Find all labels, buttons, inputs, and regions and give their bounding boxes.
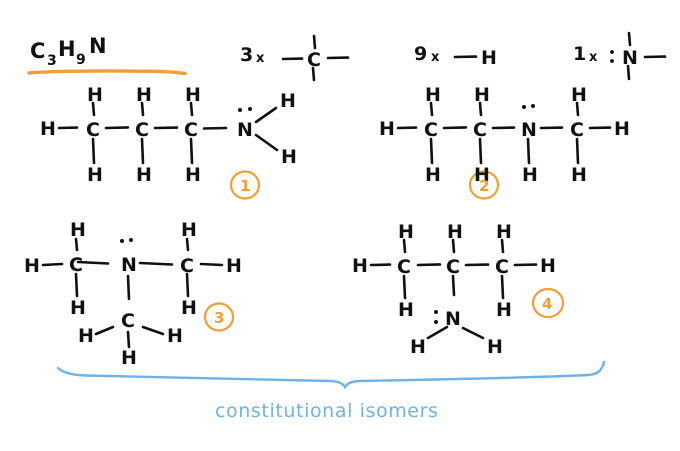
s2-c3-h-up: H — [571, 84, 587, 106]
s4-c1: C — [397, 256, 411, 278]
s3-cr-h-up: H — [181, 219, 197, 241]
molecular-formula: C 3 H 9 N — [30, 34, 107, 69]
structure-2: H C C N C H H H H H H H H 2 — [379, 84, 630, 195]
s3-cb-h-right: H — [167, 325, 183, 347]
s2-c2-h-down: H — [474, 164, 490, 186]
header-nitrogen-fragment-bonds — [610, 31, 667, 81]
s4-c3-h-up: H — [496, 221, 512, 243]
s4-c1-h-down: H — [398, 299, 414, 321]
s2-c3: C — [570, 119, 584, 141]
s4-h-right: H — [540, 255, 556, 277]
structure-3-bonds — [41, 237, 235, 349]
s1-c1: C — [86, 119, 100, 141]
s2-c1-h-down: H — [425, 164, 441, 186]
structure-4-number-ring — [531, 287, 565, 319]
structure-2-number-ring — [468, 170, 500, 200]
structure-4: H C C C H H H H H H N H H 4 — [352, 221, 556, 358]
structure-4-label: 4 — [542, 295, 552, 313]
nitrogen-times-symbol: x — [589, 50, 598, 65]
s1-c3-h-up: H — [185, 84, 201, 106]
s4-c3: C — [495, 256, 509, 278]
s1-n-h-upper: H — [280, 90, 296, 112]
s4-c1-h-up: H — [398, 221, 414, 243]
s1-c1-h-up: H — [87, 84, 103, 106]
s2-c1-h-up: H — [425, 84, 441, 106]
structure-3-label: 3 — [214, 309, 224, 327]
carbon-count: 3 — [240, 44, 253, 66]
structure-2-bonds — [396, 101, 612, 200]
s3-cr-h-down: H — [181, 297, 197, 319]
carbon-fragment-atom: C — [307, 49, 321, 71]
s1-c2: C — [135, 119, 149, 141]
carbon-times-symbol: x — [256, 51, 265, 66]
formula-h: H — [58, 37, 76, 61]
hydrogen-fragment-atom: H — [481, 47, 497, 69]
s4-n-h-right: H — [487, 336, 503, 358]
nitrogen-count: 1 — [573, 43, 586, 65]
hydrogen-times-symbol: x — [431, 50, 440, 65]
hydrogen-count: 9 — [414, 43, 427, 65]
formula-c: C — [30, 39, 46, 63]
s2-n-h-down: H — [522, 164, 538, 186]
s3-n: N — [121, 254, 137, 276]
s4-c2: C — [446, 256, 460, 278]
formula-c-subscript: 3 — [47, 53, 57, 69]
structure-1: H C C C N H H H H H H H H 1 — [40, 84, 297, 195]
s4-c3-h-down: H — [496, 299, 512, 321]
s2-n: N — [521, 119, 537, 141]
formula-h-subscript: 9 — [76, 52, 86, 68]
s1-c3-h-down: H — [185, 164, 201, 186]
s1-h-left: H — [40, 118, 56, 140]
s1-c3: C — [184, 119, 198, 141]
s3-cl-h-up: H — [70, 219, 86, 241]
formula-n: N — [89, 34, 107, 58]
structure-4-bonds — [369, 238, 565, 340]
formula-underline — [27, 69, 187, 76]
s4-n: N — [445, 308, 461, 330]
caption-label: constitutional isomers — [215, 400, 439, 422]
s3-cl-h-down: H — [70, 297, 86, 319]
s1-n-h-lower: H — [281, 146, 297, 168]
structure-3-number-ring — [203, 302, 235, 332]
header-tally-nitrogen: 1 x N — [573, 43, 638, 69]
s2-c2: C — [473, 119, 487, 141]
s3-c-left: C — [69, 254, 83, 276]
header-tally-carbon: 3 x C — [240, 44, 321, 71]
structure-1-bonds — [57, 101, 279, 200]
s4-n-h-left: H — [410, 336, 426, 358]
s4-h-left: H — [352, 255, 368, 277]
s3-cb-h-down: H — [121, 347, 137, 369]
s1-c2-h-down: H — [136, 164, 152, 186]
header-carbon-fragment-bonds — [281, 34, 350, 82]
s3-h-right: H — [226, 255, 242, 277]
s1-c1-h-down: H — [87, 164, 103, 186]
s2-c2-h-up: H — [474, 84, 490, 106]
s1-n: N — [237, 119, 253, 141]
structure-3: H C N C H H H H H C H H H 3 — [24, 219, 242, 369]
s3-cb-h-left: H — [78, 325, 94, 347]
nitrogen-fragment-atom: N — [622, 47, 638, 69]
s3-c-right: C — [180, 255, 194, 277]
s3-c-bottom: C — [121, 310, 135, 332]
s1-c2-h-up: H — [136, 84, 152, 106]
header-tally-hydrogen: 9 x H — [414, 43, 497, 69]
s3-h-left: H — [24, 255, 40, 277]
s2-c3-h-down: H — [571, 164, 587, 186]
structure-2-label: 2 — [479, 177, 489, 195]
s2-h-right: H — [614, 118, 630, 140]
s2-c1: C — [424, 119, 438, 141]
structure-1-label: 1 — [240, 177, 250, 195]
s4-c2-h-up: H — [447, 221, 463, 243]
structure-1-number-ring — [229, 170, 261, 200]
caption-brace — [56, 360, 606, 390]
s2-h-left: H — [379, 118, 395, 140]
